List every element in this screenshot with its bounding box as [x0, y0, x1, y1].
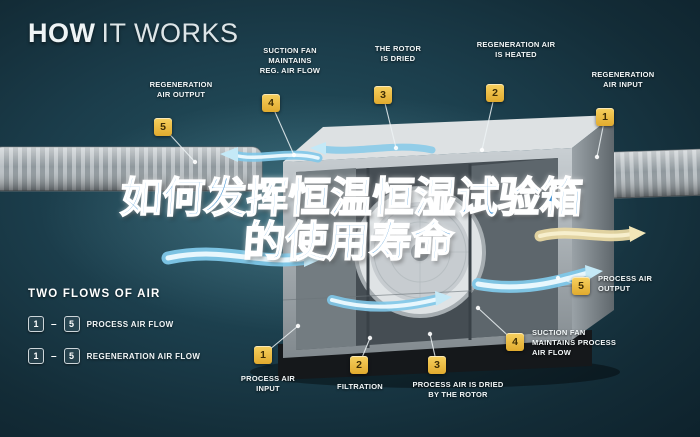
badge-process-air-input: 1: [254, 346, 272, 364]
callout-process-air-dried: PROCESS AIR IS DRIED BY THE ROTOR: [412, 380, 504, 400]
badge-regeneration-air-input: 1: [596, 108, 614, 126]
callout-regeneration-air-output: REGENERATION AIR OUTPUT: [149, 80, 213, 100]
legend-label-regeneration-air-flow: REGENERATION AIR FLOW: [86, 351, 201, 361]
page-title-light: IT WORKS: [101, 18, 239, 48]
overlay-headline: 如何发挥恒温恒湿试验箱 的使用寿命: [0, 173, 700, 266]
overlay-headline-line2: 的使用寿命: [241, 217, 456, 266]
badge-regeneration-air-output: 5: [154, 118, 172, 136]
rotor: [354, 186, 486, 318]
badge-regeneration-air-heated: 2: [486, 84, 504, 102]
callout-rotor-is-dried: THE ROTOR IS DRIED: [374, 44, 422, 64]
callout-process-air-output: PROCESS AIR OUTPUT: [598, 274, 653, 294]
legend-badge-end: 5: [63, 316, 80, 332]
legend-row-process: 1 – 5 PROCESS AIR FLOW: [28, 316, 174, 332]
callout-regeneration-air-input: REGENERATION AIR INPUT: [591, 70, 655, 90]
badge-process-air-dried: 3: [428, 356, 446, 374]
left-duct: [0, 146, 263, 192]
regeneration-air-flow-arrows: [220, 142, 646, 242]
legend-dash: –: [51, 318, 57, 330]
dehumidifier-unit: [250, 115, 620, 388]
callout-process-air-input: PROCESS AIR INPUT: [240, 374, 296, 394]
legend-dash: –: [51, 350, 57, 362]
legend-badge-end: 5: [63, 348, 80, 364]
legend-badge-start: 1: [28, 316, 44, 332]
callout-suction-fan-reg: SUCTION FAN MAINTAINS REG. AIR FLOW: [259, 46, 321, 76]
leader-dots: [192, 145, 600, 341]
badge-filtration: 2: [350, 356, 368, 374]
callout-regeneration-air-heated: REGENERATION AIR IS HEATED: [476, 40, 556, 60]
badge-suction-fan-process: 4: [506, 333, 524, 351]
badge-suction-fan-reg: 4: [262, 94, 280, 112]
callout-filtration: FILTRATION: [337, 382, 383, 391]
badge-process-air-output: 5: [572, 277, 590, 295]
legend-label-process-air-flow: PROCESS AIR FLOW: [86, 319, 174, 329]
page-title-strong: HOW: [28, 18, 96, 48]
overlay-headline-line1: 如何发挥恒温恒湿试验箱: [118, 173, 585, 222]
badge-rotor-is-dried: 3: [374, 86, 392, 104]
legend-title: TWO FLOWS OF AIR: [28, 288, 161, 300]
legend-badge-start: 1: [28, 348, 44, 364]
process-air-flow-arrows: [161, 247, 603, 312]
callout-suction-fan-process: SUCTION FAN MAINTAINS PROCESS AIR FLOW: [532, 328, 617, 358]
legend-row-regeneration: 1 – 5 REGENERATION AIR FLOW: [28, 348, 200, 364]
